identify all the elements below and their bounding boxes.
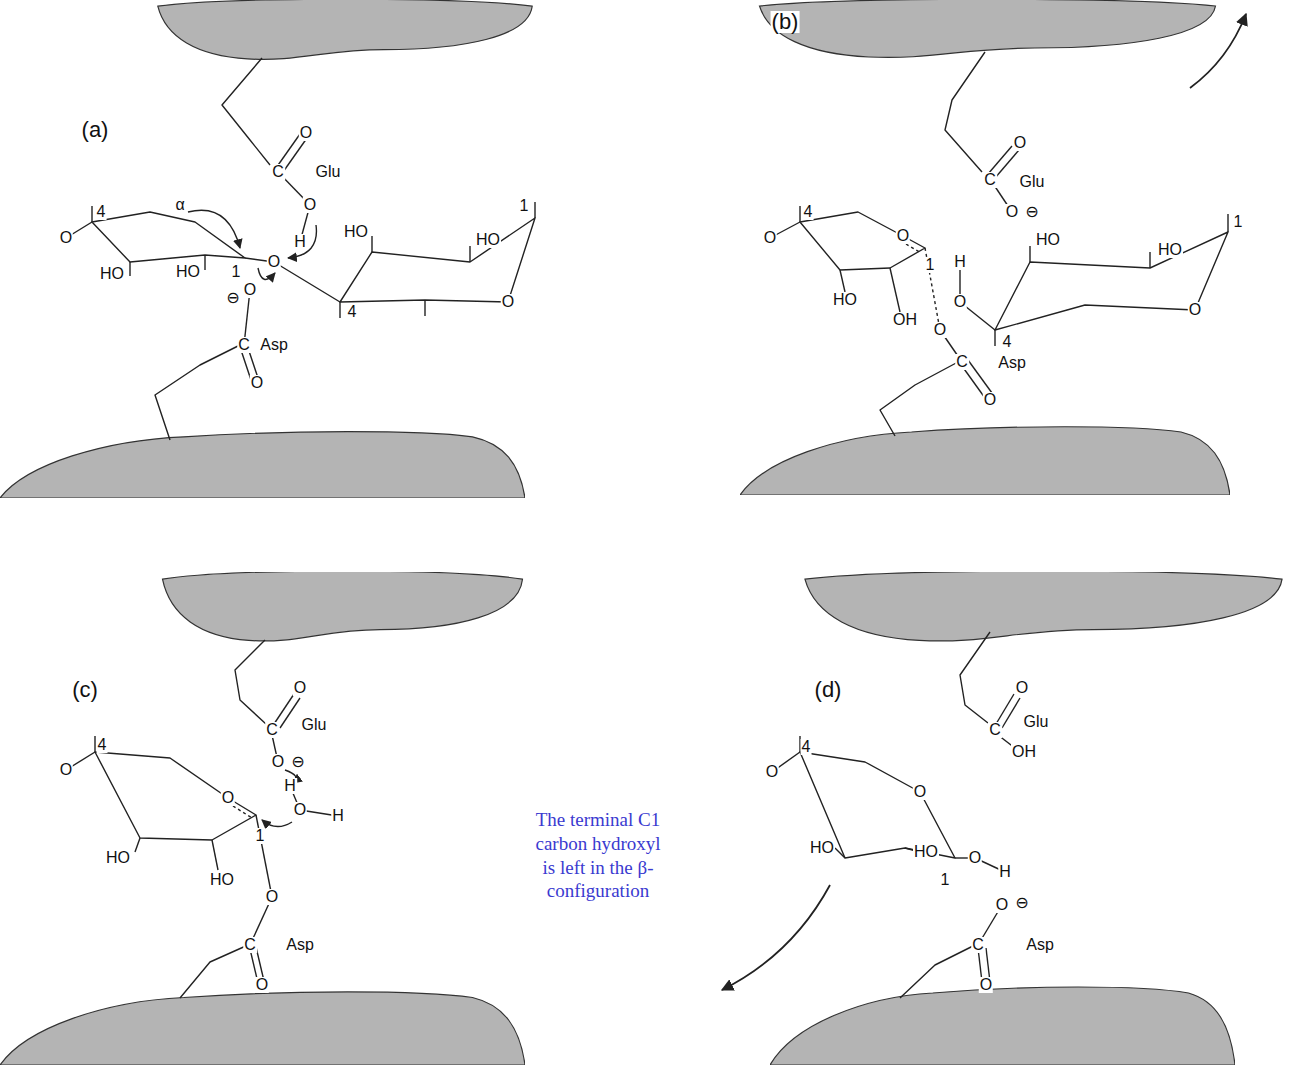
atom-label: HO bbox=[209, 872, 235, 888]
panel-letter: (a) bbox=[81, 119, 110, 141]
panel-letter: (c) bbox=[71, 679, 99, 701]
atom-label: Asp bbox=[1025, 937, 1055, 953]
atom-label: O bbox=[995, 897, 1009, 913]
atom-label: O bbox=[59, 230, 73, 246]
atom-label: O bbox=[267, 254, 281, 270]
atom-label: Glu bbox=[315, 164, 342, 180]
atom-label: HO bbox=[475, 232, 501, 248]
atom-label: O bbox=[293, 802, 307, 818]
atom-label: HO bbox=[809, 840, 835, 856]
annotation-note: The terminal C1 carbon hydroxyl is left … bbox=[533, 808, 663, 903]
atom-label: ⊖ bbox=[290, 754, 305, 770]
atom-label: H bbox=[998, 864, 1012, 880]
bonds bbox=[66, 14, 1246, 998]
atom-label: H bbox=[283, 778, 297, 794]
atom-label: O bbox=[303, 197, 317, 213]
atom-label: O bbox=[896, 228, 910, 244]
atom-label: C bbox=[237, 337, 251, 353]
atom-label: ⊖ bbox=[1024, 204, 1039, 220]
atom-label: O bbox=[299, 125, 313, 141]
atom-label: HO bbox=[105, 850, 131, 866]
panel-letter: (d) bbox=[814, 679, 843, 701]
atom-label: HO bbox=[175, 264, 201, 280]
atom-label: O bbox=[243, 282, 257, 298]
atom-label: ⊖ bbox=[1014, 895, 1029, 911]
atom-label: Glu bbox=[301, 717, 328, 733]
atom-label: 4 bbox=[801, 739, 812, 755]
atom-label: O bbox=[1005, 204, 1019, 220]
atom-label: α bbox=[174, 197, 185, 213]
atom-label: 1 bbox=[940, 872, 951, 888]
panel-letter: (b) bbox=[771, 11, 800, 33]
atom-label: Asp bbox=[997, 355, 1027, 371]
atom-label: O bbox=[271, 754, 285, 770]
atom-label: C bbox=[955, 354, 969, 370]
atom-label: 1 bbox=[1233, 214, 1244, 230]
atom-label: C bbox=[983, 172, 997, 188]
atom-label: O bbox=[250, 375, 264, 391]
atom-label: HO bbox=[343, 224, 369, 240]
atom-label: O bbox=[265, 889, 279, 905]
atom-label: HO bbox=[913, 844, 939, 860]
atom-label: O bbox=[983, 392, 997, 408]
atom-label: Asp bbox=[259, 337, 289, 353]
atom-label: O bbox=[763, 230, 777, 246]
atom-label: 1 bbox=[925, 257, 936, 273]
atom-label: 1 bbox=[231, 264, 242, 280]
atom-label: 4 bbox=[347, 304, 358, 320]
atom-label: O bbox=[765, 764, 779, 780]
atom-label: HO bbox=[1035, 232, 1061, 248]
atom-label: Asp bbox=[285, 937, 315, 953]
atom-label: O bbox=[293, 680, 307, 696]
atom-label: O bbox=[933, 322, 947, 338]
atom-label: 4 bbox=[803, 204, 814, 220]
atom-label: H bbox=[331, 808, 345, 824]
atom-label: C bbox=[971, 937, 985, 953]
atom-label: 1 bbox=[255, 828, 266, 844]
atom-label: O bbox=[1013, 135, 1027, 151]
atom-label: O bbox=[953, 294, 967, 310]
atom-label: O bbox=[1188, 302, 1202, 318]
atom-label: C bbox=[243, 937, 257, 953]
atom-label: C bbox=[265, 722, 279, 738]
atom-label: HO bbox=[1157, 242, 1183, 258]
atom-label: O bbox=[968, 850, 982, 866]
atom-label: 1 bbox=[519, 198, 530, 214]
atom-label: HO bbox=[832, 292, 858, 308]
atom-label: 4 bbox=[97, 737, 108, 753]
atom-label: 4 bbox=[96, 204, 107, 220]
atom-label: Glu bbox=[1023, 714, 1050, 730]
atom-label: C bbox=[271, 164, 285, 180]
atom-label: ⊖ bbox=[225, 290, 240, 306]
atom-label: O bbox=[979, 977, 993, 993]
atom-label: HO bbox=[99, 266, 125, 282]
atom-label: OH bbox=[892, 312, 918, 328]
atom-label: H bbox=[953, 254, 967, 270]
atom-label: O bbox=[255, 977, 269, 993]
atom-label: O bbox=[59, 762, 73, 778]
atom-label: O bbox=[913, 784, 927, 800]
atom-label: OH bbox=[1011, 744, 1037, 760]
atom-label: Glu bbox=[1019, 174, 1046, 190]
atom-label: C bbox=[988, 722, 1002, 738]
atom-label: O bbox=[501, 294, 515, 310]
atom-label: O bbox=[1015, 680, 1029, 696]
atom-label: O bbox=[221, 790, 235, 806]
atom-label: 4 bbox=[1002, 334, 1013, 350]
atom-label: H bbox=[293, 234, 307, 250]
